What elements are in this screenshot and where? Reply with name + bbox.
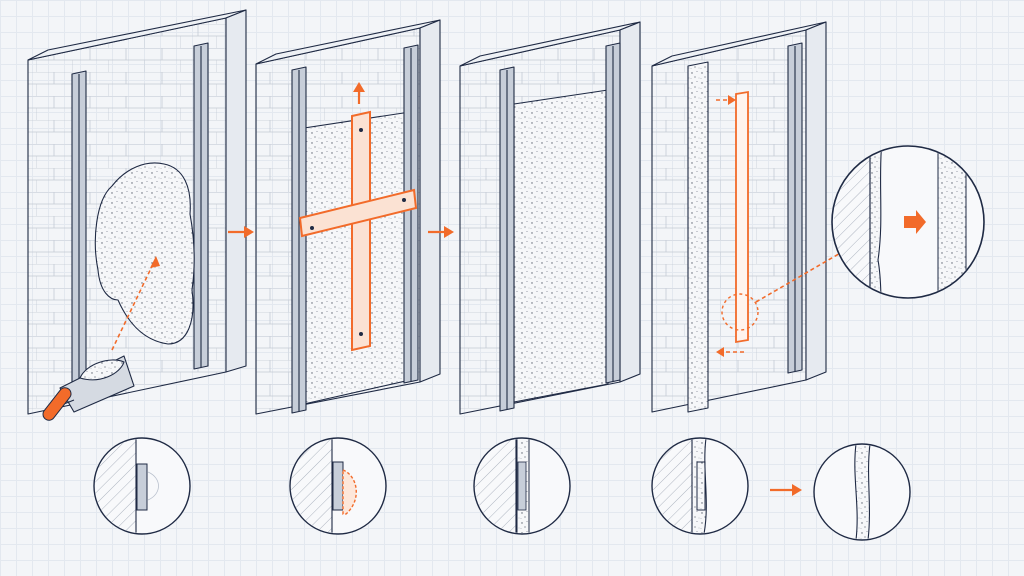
trowel-icon <box>42 355 135 421</box>
arrow-right-icon <box>428 226 454 238</box>
arrow-up-icon <box>353 82 365 104</box>
detail-circle-5 <box>813 443 911 541</box>
detail-circle-3 <box>473 437 571 535</box>
arrow-right-icon <box>228 226 254 238</box>
detail-circle-2 <box>289 437 387 535</box>
plaster-strip <box>687 61 709 413</box>
plaster-layer <box>513 89 609 403</box>
panel-3-flat-surface <box>459 21 641 415</box>
detail-circle-1 <box>93 437 191 535</box>
panel-4-remove-guide-rail <box>651 21 881 413</box>
panel-2-level-with-rule <box>255 19 441 415</box>
plaster-blob <box>94 162 195 345</box>
detail-circle-4 <box>651 437 749 535</box>
removed-rail-outline <box>716 90 881 357</box>
arrow-right-icon <box>770 484 802 496</box>
panel-1-apply-plaster <box>27 9 247 421</box>
magnifier-circle <box>831 145 985 299</box>
cross-rule-tool <box>298 110 418 352</box>
